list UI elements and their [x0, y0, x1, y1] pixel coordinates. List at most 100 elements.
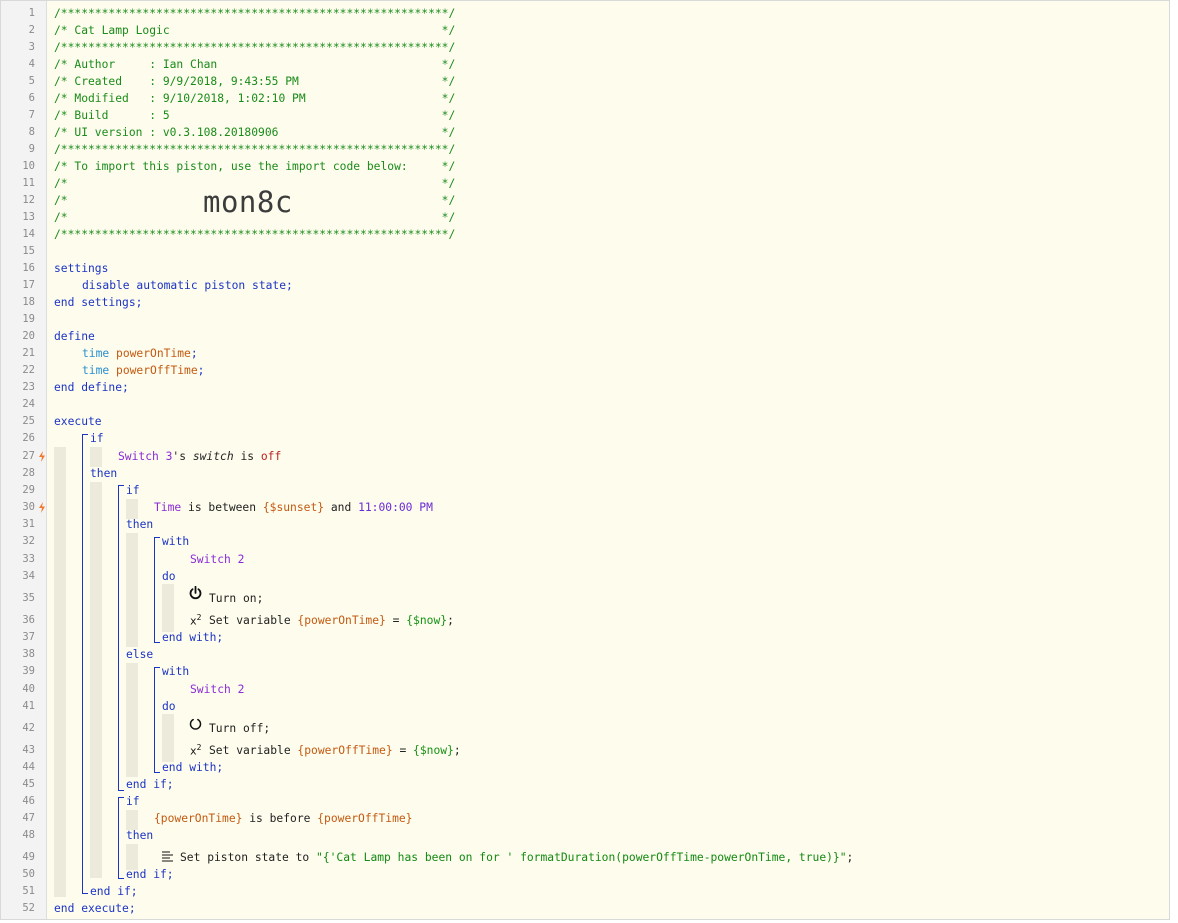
- comment-line: /***************************************…: [54, 228, 456, 241]
- code-line: settings: [54, 260, 108, 277]
- indent-guide: [54, 447, 66, 897]
- block-bracket: [118, 797, 119, 879]
- comment-line: /***************************************…: [54, 143, 456, 156]
- line-number: 17: [22, 279, 35, 291]
- code-line: Switch 3's switch is off: [118, 448, 281, 465]
- keyword[interactable]: do: [162, 570, 176, 583]
- operator: and: [324, 501, 359, 514]
- device-name[interactable]: Switch 3: [118, 450, 173, 463]
- line-number: 4: [28, 58, 35, 70]
- indent-guide: [90, 447, 102, 467]
- code-line: end if;: [90, 883, 138, 900]
- keyword[interactable]: then: [126, 518, 154, 531]
- block-bracket: [154, 667, 160, 668]
- value[interactable]: off: [260, 450, 282, 463]
- code-line: execute: [54, 413, 102, 430]
- line-number: 24: [22, 398, 35, 410]
- operator: is between: [181, 501, 263, 514]
- comment-line: /* Cat Lamp Logic */: [54, 24, 456, 37]
- code-line: Set variable {powerOnTime} = {$now};: [209, 612, 454, 629]
- comment-line: /* */: [54, 194, 456, 207]
- comment-line: /* Created : 9/9/2018, 9:43:55 PM */: [54, 75, 456, 88]
- device-name[interactable]: Time: [154, 501, 182, 514]
- block-bracket: [82, 434, 88, 435]
- keyword[interactable]: end settings;: [54, 296, 143, 309]
- expression[interactable]: {$sunset}: [262, 501, 325, 514]
- keyword[interactable]: if: [126, 484, 140, 497]
- line-number: 11: [22, 177, 35, 189]
- setting-statement[interactable]: disable automatic piston state;: [82, 279, 293, 292]
- indent-guide: [90, 482, 102, 878]
- keyword[interactable]: end execute;: [54, 902, 136, 915]
- code-line: end execute;: [54, 900, 136, 917]
- keyword[interactable]: then: [90, 467, 118, 480]
- line-number: 16: [22, 262, 35, 274]
- keyword[interactable]: if: [90, 432, 104, 445]
- code-line: time powerOffTime;: [82, 362, 204, 379]
- keyword[interactable]: end if;: [126, 778, 174, 791]
- value[interactable]: 11:00:00 PM: [358, 501, 433, 514]
- line-number: 50: [22, 868, 35, 880]
- variable-name[interactable]: {powerOffTime}: [317, 812, 413, 825]
- lightning-bolt-icon: [39, 451, 45, 462]
- keyword[interactable]: end define;: [54, 381, 129, 394]
- line-number: 46: [22, 795, 35, 807]
- expression[interactable]: {$now}: [413, 744, 454, 757]
- line-number: 5: [28, 75, 35, 87]
- line-number: 32: [22, 535, 35, 547]
- variable-name[interactable]: {powerOnTime}: [154, 812, 243, 825]
- device-name[interactable]: Switch 2: [190, 553, 245, 566]
- line-number: 25: [22, 415, 35, 427]
- keyword[interactable]: end if;: [90, 885, 138, 898]
- block-bracket: [154, 537, 160, 538]
- line-number: 40: [22, 683, 35, 695]
- variable-name[interactable]: powerOnTime: [116, 347, 191, 360]
- keyword[interactable]: with: [162, 535, 190, 548]
- block-bracket: [118, 485, 124, 486]
- command[interactable]: Set variable: [209, 744, 298, 757]
- expression[interactable]: {$now}: [406, 614, 448, 627]
- block-bracket: [154, 537, 155, 643]
- line-number: 30: [22, 501, 35, 513]
- keyword[interactable]: then: [126, 829, 154, 842]
- semicolon: ;: [190, 347, 198, 360]
- code-line: Switch 2: [190, 551, 244, 568]
- code-line: define: [54, 328, 95, 345]
- command[interactable]: Turn off;: [209, 722, 271, 735]
- line-number: 27: [22, 450, 35, 462]
- keyword[interactable]: else: [126, 648, 154, 661]
- code-line: then: [126, 516, 153, 533]
- line-number: 23: [22, 381, 35, 393]
- power-icon: [189, 586, 202, 600]
- line-number: 39: [22, 665, 35, 677]
- variable-name[interactable]: {powerOnTime}: [297, 614, 386, 627]
- list-lines-icon: [162, 851, 173, 862]
- block-bracket: [154, 667, 155, 773]
- device-name[interactable]: Switch 2: [190, 683, 245, 696]
- keyword[interactable]: define: [54, 330, 95, 343]
- line-number: 21: [22, 347, 35, 359]
- code-line: do: [162, 568, 176, 585]
- line-number: 44: [22, 761, 35, 773]
- keyword[interactable]: settings: [54, 262, 109, 275]
- keyword[interactable]: end if;: [126, 868, 174, 881]
- keyword[interactable]: end with;: [162, 631, 224, 644]
- semicolon: ;: [846, 851, 854, 864]
- command[interactable]: Set variable: [209, 614, 298, 627]
- x-squared-icon: x2: [190, 743, 202, 758]
- keyword[interactable]: end with;: [162, 761, 224, 774]
- code-line: end with;: [162, 629, 223, 646]
- keyword[interactable]: do: [162, 700, 176, 713]
- line-number: 3: [28, 41, 35, 53]
- keyword[interactable]: if: [126, 795, 140, 808]
- string-value[interactable]: "{'Cat Lamp has been on for ' formatDura…: [316, 851, 847, 864]
- command[interactable]: Set piston state to: [180, 851, 317, 864]
- variable-name[interactable]: {powerOffTime}: [297, 744, 393, 757]
- keyword[interactable]: with: [162, 665, 190, 678]
- comment-line: /* Build : 5 */: [54, 109, 456, 122]
- keyword[interactable]: execute: [54, 415, 102, 428]
- variable-name[interactable]: powerOffTime: [116, 364, 198, 377]
- line-number: 49: [22, 851, 35, 863]
- command[interactable]: Turn on;: [209, 592, 264, 605]
- code-line: time powerOnTime;: [82, 345, 198, 362]
